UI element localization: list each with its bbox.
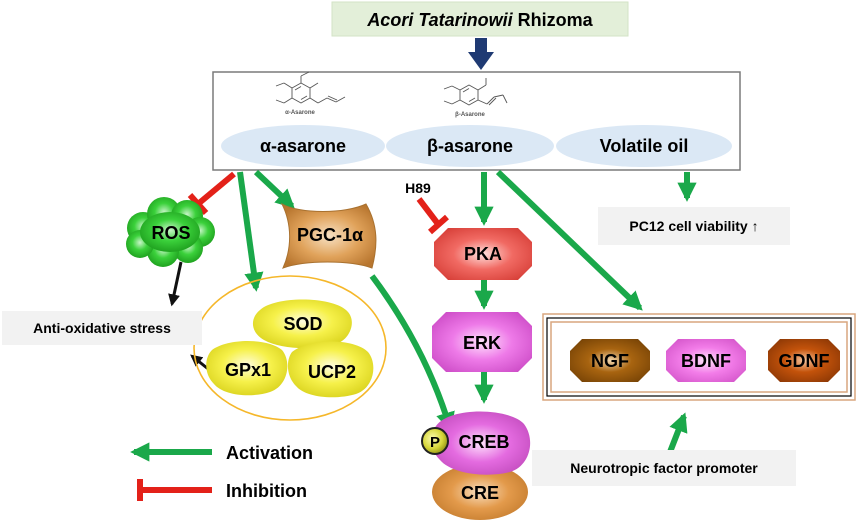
promoter-label: Neurotropic factor promoter	[570, 460, 758, 476]
inhibit-bar-ros	[187, 193, 209, 215]
svg-text:BDNF: BDNF	[681, 351, 731, 371]
pka-node: PKA	[434, 228, 532, 280]
enzyme-group-circle	[193, 275, 387, 421]
inhibit-bar-pka	[428, 214, 449, 235]
pgc1a-node: PGC-1α	[280, 202, 377, 269]
svg-text:CREB: CREB	[458, 432, 509, 452]
arrow-beta-to-neurotrophins	[495, 169, 643, 311]
erk-node: ERK	[432, 312, 532, 372]
alpha-asarone-label: α-asarone	[260, 136, 346, 156]
antiox-label: Anti-oxidative stress	[33, 320, 171, 336]
pc12-label: PC12 cell viability ↑	[629, 218, 758, 234]
alpha-asarone-structure	[275, 71, 346, 104]
beta-structure-caption: β-Asarone	[455, 112, 485, 118]
arrow-ros-to-antiox	[168, 261, 183, 307]
creb-node: CREB	[431, 411, 531, 475]
alpha-structure-caption: α-Asarone	[285, 110, 315, 116]
svg-text:P: P	[430, 434, 440, 451]
antiox-box	[2, 311, 202, 345]
ros-node: ROS	[126, 197, 215, 267]
svg-text:ROS: ROS	[151, 223, 190, 243]
source-arrow	[468, 38, 494, 70]
beta-asarone-label: β-asarone	[427, 136, 513, 156]
svg-text:ERK: ERK	[463, 333, 501, 353]
arrow-alpha-to-enzymes	[237, 171, 264, 292]
svg-text:UCP2: UCP2	[308, 362, 356, 382]
svg-text:PKA: PKA	[464, 244, 502, 264]
svg-text:SOD: SOD	[283, 314, 322, 334]
beta-asarone-structure	[443, 78, 508, 106]
cre-node: CRE	[432, 464, 528, 520]
svg-text:CRE: CRE	[461, 483, 499, 503]
pc12-box	[598, 207, 790, 245]
legend-activation-label: Activation	[226, 443, 313, 463]
arrow-promoter-to-neurotrophins	[667, 412, 688, 454]
arrow-pgc-to-creb	[369, 274, 455, 432]
volatile-oil-ellipse	[556, 125, 732, 167]
legend: Activation Inhibition	[130, 442, 313, 501]
phospho-badge: P	[421, 427, 449, 455]
legend-inhibition-label: Inhibition	[226, 481, 307, 501]
beta-asarone-ellipse	[386, 125, 554, 167]
activation-arrows	[237, 169, 697, 454]
bdnf-node: BDNF	[666, 339, 746, 382]
source-box	[331, 1, 629, 37]
svg-text:PGC-1α: PGC-1α	[297, 225, 363, 245]
inhibit-h89-pka	[416, 197, 441, 226]
svg-text:NGF: NGF	[591, 351, 629, 371]
svg-text:GPx1: GPx1	[225, 360, 271, 380]
source-title: Acori Tatarinowii Rhizoma	[366, 10, 593, 30]
gdnf-node: GDNF	[768, 339, 840, 382]
inhibition-lines	[187, 171, 449, 235]
h89-label: H89	[405, 180, 431, 196]
ucp2-node: UCP2	[287, 341, 374, 398]
gpx1-node: GPx1	[206, 341, 288, 396]
volatile-oil-label: Volatile oil	[600, 136, 689, 156]
alpha-asarone-ellipse	[221, 125, 385, 167]
svg-text:GDNF: GDNF	[779, 351, 830, 371]
sod-node: SOD	[252, 299, 352, 349]
ngf-node: NGF	[570, 339, 650, 382]
arrow-alpha-to-pgc	[253, 169, 295, 209]
promoter-box	[532, 450, 796, 486]
inhibit-alpha-ros	[196, 171, 236, 207]
